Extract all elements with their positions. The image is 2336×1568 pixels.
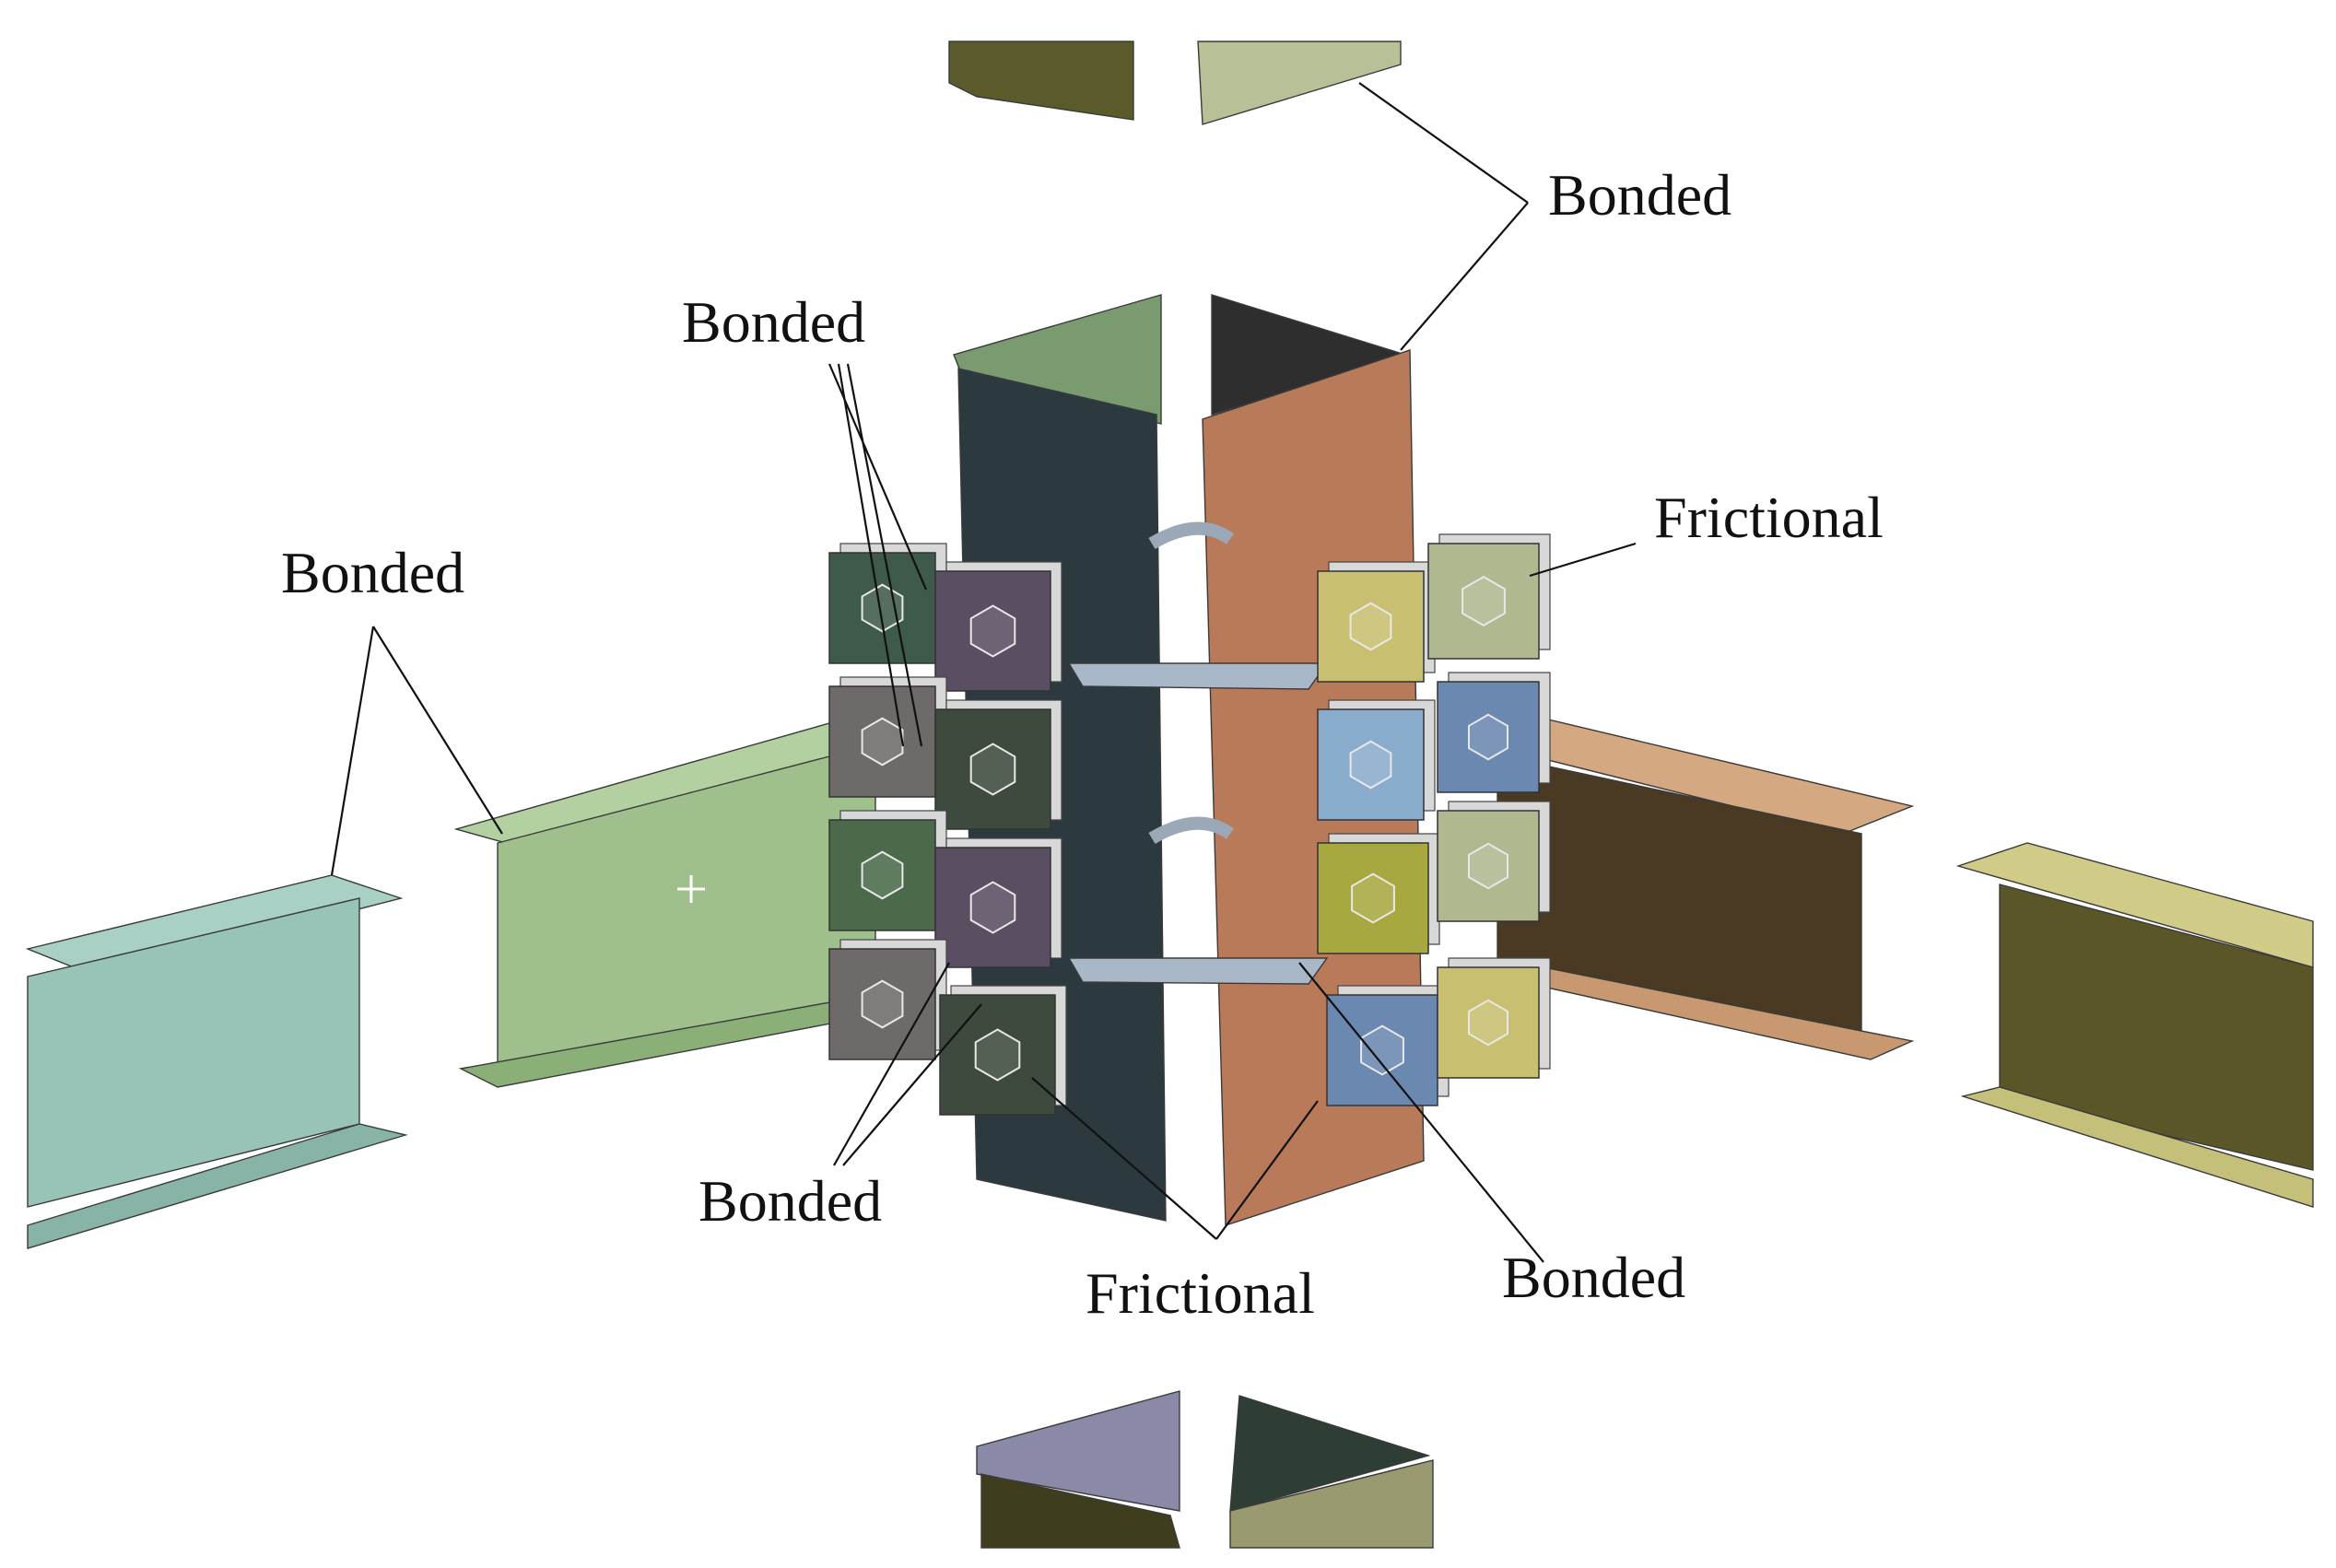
beam-far-left	[25, 874, 408, 1249]
hex-bolt-icon	[1468, 999, 1508, 1047]
leader-frictional-bottom-a	[1031, 1077, 1217, 1240]
leader-bonded-left-a	[330, 626, 375, 876]
bolt-plate	[934, 570, 1051, 692]
bolt-plate	[1317, 708, 1425, 821]
hex-bolt-icon	[969, 881, 1016, 934]
label-bonded-bottom-left: Bonded	[698, 1168, 883, 1234]
label-frictional-bottom: Frictional	[1086, 1260, 1315, 1326]
hex-bolt-icon	[861, 717, 904, 766]
bolt-plate	[1317, 570, 1425, 683]
bolt-plate	[1326, 994, 1438, 1106]
label-bonded-bottom-right: Bonded	[1502, 1245, 1686, 1310]
lower-column-stub	[976, 1390, 1434, 1549]
leader-bonded-bottom-right	[1298, 962, 1544, 1263]
hex-bolt-icon	[861, 850, 904, 900]
hex-bolt-icon	[1468, 842, 1508, 890]
bolt-plate	[1437, 966, 1540, 1079]
bolt-plate	[934, 847, 1051, 968]
beam-near-left	[453, 722, 910, 1088]
upper-column-stub	[948, 41, 1402, 125]
lower-column-face-left	[980, 1473, 1180, 1549]
cross-marker-icon	[677, 875, 705, 903]
hex-bolt-icon	[1349, 740, 1392, 790]
bolt-plate	[1317, 842, 1429, 954]
bolt-plate	[939, 994, 1056, 1116]
bolt-plate	[934, 708, 1051, 830]
hex-bolt-icon	[974, 1028, 1021, 1082]
label-bonded-top-right: Bonded	[1548, 162, 1732, 228]
leader-bonded-top-right-a	[1358, 82, 1529, 204]
lower-column-cap-left	[976, 1390, 1180, 1512]
beam-far-right	[1955, 842, 2314, 1208]
diaphragm-curve-upper	[1148, 521, 1235, 550]
bolt-plate	[1437, 681, 1540, 793]
diaphragm-lower	[1067, 957, 1329, 985]
bolt-plate	[1437, 810, 1540, 922]
leader-bonded-left-b	[372, 626, 503, 835]
hex-bolt-icon	[969, 604, 1016, 658]
label-bonded-top-left: Bonded	[682, 289, 866, 355]
leader-frictional-right	[1529, 542, 1637, 578]
bolt-plate	[1427, 543, 1540, 660]
leader-bonded-top-left-c	[846, 363, 923, 747]
label-frictional-right: Frictional	[1654, 485, 1884, 550]
beam-far-right-top-flange	[1955, 842, 2314, 968]
beam-far-right-web	[1999, 883, 2314, 1171]
hex-bolt-icon	[1349, 602, 1392, 651]
beam-far-right-bottom-flange	[1960, 1086, 2314, 1208]
leader-bonded-top-right-b	[1400, 202, 1529, 351]
label-bonded-left: Bonded	[281, 540, 465, 605]
diaphragm-curve-middle	[1148, 816, 1235, 845]
hex-bolt-icon	[861, 979, 904, 1029]
leader-bonded-top-left-b	[837, 363, 905, 747]
hex-bolt-icon	[1468, 713, 1508, 761]
bolt-plate	[828, 685, 936, 798]
diaphragm-upper	[1067, 662, 1329, 690]
hex-bolt-icon	[969, 743, 1016, 796]
upper-column-face-left	[948, 41, 1134, 121]
bolt-plate	[828, 948, 936, 1060]
hex-bolt-icon	[1461, 575, 1506, 627]
lower-column-cap-right	[1229, 1395, 1431, 1512]
bolt-plate	[828, 819, 936, 931]
leader-bonded-bottom-left-b	[842, 1003, 982, 1166]
hex-bolt-icon	[1351, 872, 1395, 924]
leader-bonded-bottom-left-a	[833, 962, 950, 1166]
leader-lines	[330, 82, 1637, 1263]
beam-far-left-bottom-flange	[27, 1123, 408, 1249]
lower-column-face-right	[1229, 1459, 1434, 1549]
upper-column-face-right	[1197, 41, 1402, 125]
leader-frictional-bottom-b	[1215, 1100, 1319, 1240]
